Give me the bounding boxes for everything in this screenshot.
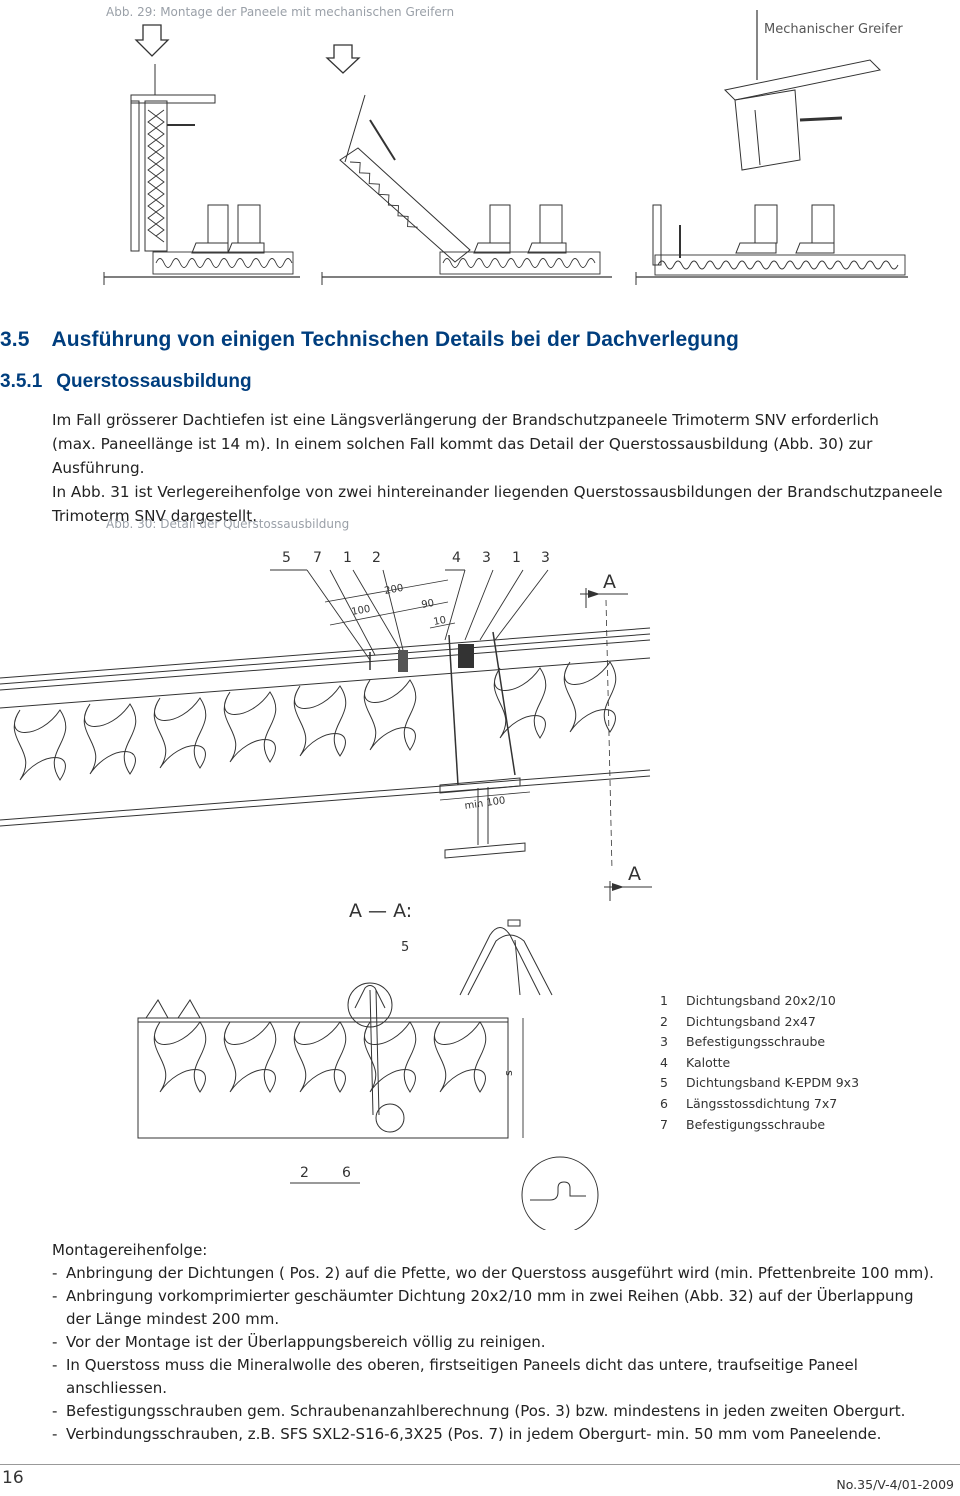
montage-step: -Vor der Montage ist der Überlappungsber… — [52, 1333, 546, 1351]
document-code: No.35/V-4/01-2009 — [836, 1477, 954, 1492]
intro-line: Im Fall grösserer Dachtiefen ist eine Lä… — [52, 411, 879, 429]
callout-label: 2 — [372, 550, 381, 566]
arrow-down-icon — [134, 24, 170, 57]
callout-label: 6 — [342, 1165, 351, 1181]
page-number: 16 — [2, 1468, 24, 1488]
intro-line: (max. Paneellänge ist 14 m). In einem so… — [52, 435, 873, 477]
subsection-number: 3.5.1 — [0, 371, 43, 392]
callout-label: 3 — [482, 550, 491, 566]
footer-divider — [0, 1464, 960, 1465]
dimension-label: 200 — [384, 583, 405, 597]
dimension-label: 90 — [421, 598, 435, 611]
montage-step: -Anbringung der Dichtungen ( Pos. 2) auf… — [52, 1264, 934, 1282]
section-mark: A — [628, 863, 641, 885]
callout-label: 4 — [452, 550, 461, 566]
callout-label: 7 — [313, 550, 322, 566]
figure-29-caption: Abb. 29: Montage der Paneele mit mechani… — [106, 5, 455, 19]
section-mark-bottom: A — [604, 863, 652, 901]
section-number: 3.5 — [0, 328, 30, 351]
montage-step: -Verbindungsschrauben, z.B. SFS SXL2-S16… — [52, 1425, 882, 1443]
greifer-label: Mechanischer Greifer — [764, 22, 903, 37]
dimension-label: min 100 — [464, 795, 506, 812]
section-callout: 5 — [401, 940, 410, 955]
callout-label: 5 — [282, 550, 291, 566]
callout-label: 1 — [512, 550, 521, 566]
intro-paragraph: Im Fall grösserer Dachtiefen ist eine Lä… — [52, 408, 957, 528]
dimension-label: 10 — [433, 615, 447, 628]
section-title: Ausführung von einigen Technischen Detai… — [51, 328, 739, 351]
subsection-title: Querstossausbildung — [56, 371, 252, 392]
section-a-a-title: A — A: — [349, 900, 413, 922]
section-a-a-drawing: s 2 6 — [137, 919, 599, 1230]
figure-30-detail-drawing: 5 7 1 2 4 3 1 3 200 100 90 10 A — [0, 550, 651, 871]
montage-step: -Befestigungsschrauben gem. Schraubenanz… — [52, 1402, 906, 1420]
figure-30-caption: Abb. 30: Detail der Querstossausbildung — [106, 517, 350, 531]
arrow-down-icon — [325, 44, 361, 74]
section-heading: 3.5 Ausführung von einigen Technischen De… — [0, 328, 739, 352]
figure-29-drawing — [103, 10, 908, 285]
montage-section: Montagereihenfolge: -Anbringung der Dich… — [52, 1239, 957, 1446]
dimension-label: s — [502, 1070, 515, 1076]
intro-line: Trimoterm SNV dargestellt. — [52, 507, 258, 525]
callout-label: 3 — [541, 550, 550, 566]
subsection-heading: 3.5.1 Querstossausbildung — [0, 371, 252, 393]
montage-step: -Anbringung vorkomprimierter geschäumter… — [52, 1287, 914, 1328]
dimension-label: 100 — [351, 604, 372, 618]
callout-label: 2 — [300, 1165, 309, 1181]
section-mark: A — [603, 571, 616, 593]
intro-line: In Abb. 31 ist Verlegereihenfolge von zw… — [52, 483, 943, 501]
callout-label: 1 — [343, 550, 352, 566]
montage-heading: Montagereihenfolge: — [52, 1241, 208, 1259]
montage-step: -In Querstoss muss die Mineralwolle des … — [52, 1356, 858, 1397]
